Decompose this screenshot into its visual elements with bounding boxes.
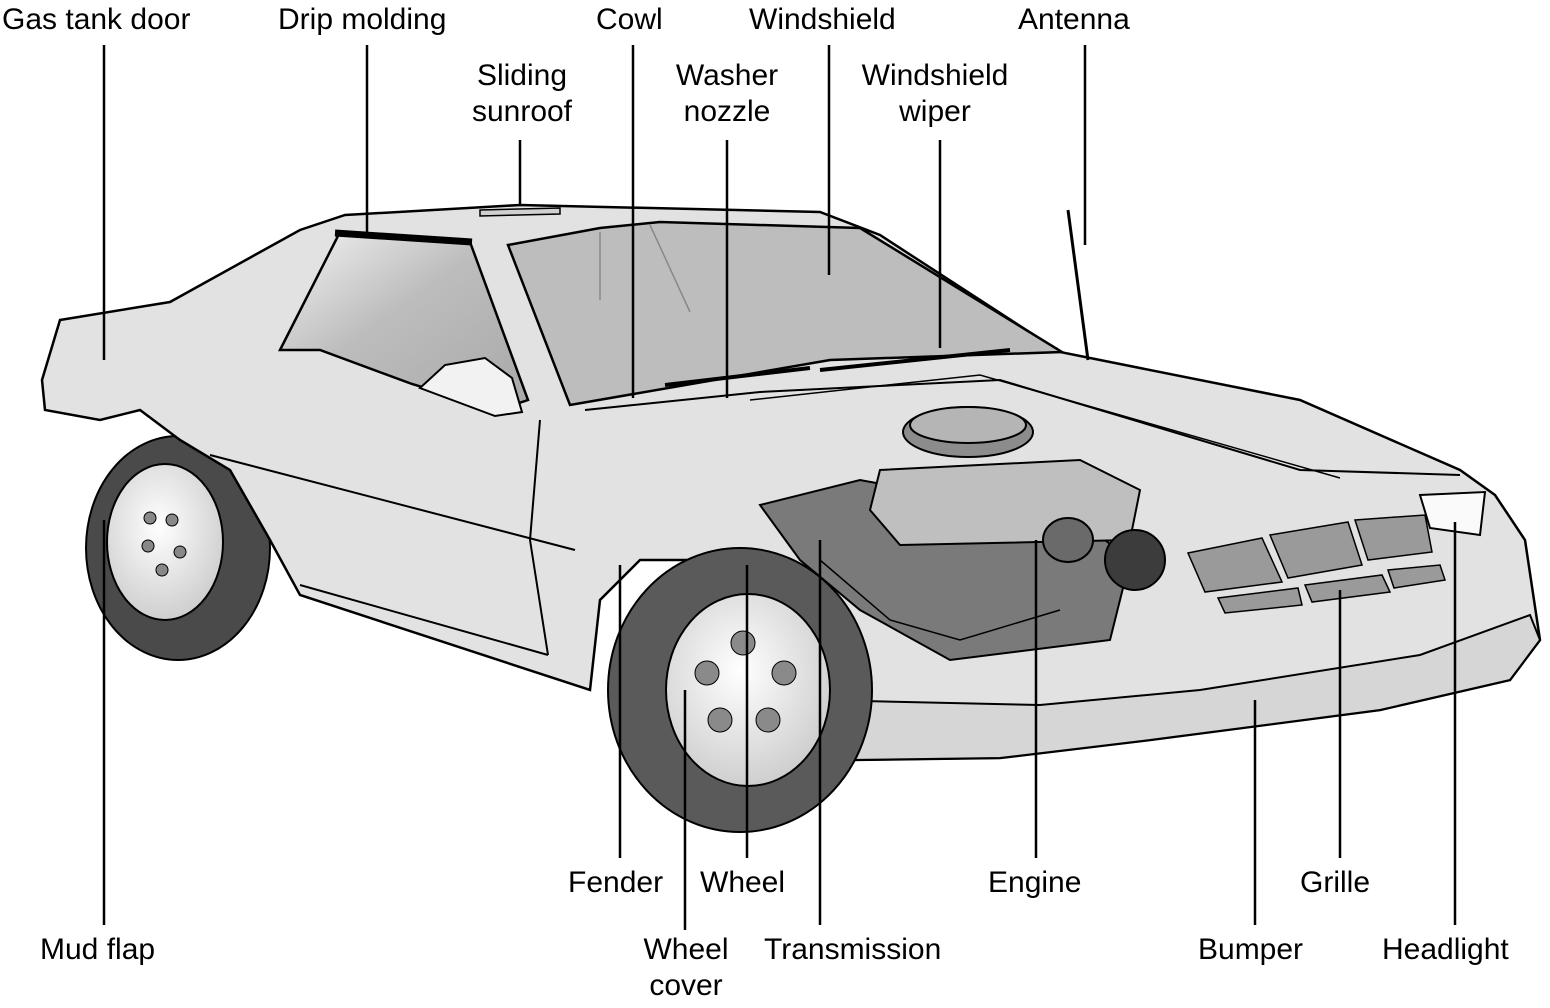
side-mirror: [418, 356, 524, 418]
headlight-lens: [1418, 490, 1487, 537]
label-mud-flap: Mud flap: [40, 933, 156, 966]
label-sliding-sunroof-line1: Sliding: [476, 59, 568, 92]
engine-cutaway: [758, 406, 1166, 662]
sunroof-panel: [479, 207, 561, 217]
drip-molding-strip: [334, 229, 473, 246]
label-washer-nozzle: Washer nozzle: [663, 58, 791, 130]
label-wheel-cover-line1: Wheel: [643, 933, 729, 966]
label-windshield: Windshield: [749, 3, 896, 36]
label-transmission: Transmission: [764, 933, 942, 966]
label-bumper: Bumper: [1198, 933, 1304, 966]
label-gas-tank-door: Gas tank door: [2, 3, 191, 36]
windshield-glass: [506, 220, 1067, 407]
leader-lines: [102, 45, 1457, 930]
label-wheel-cover-line2: cover: [649, 969, 723, 1002]
label-washer-nozzle-line1: Washer: [675, 59, 779, 92]
label-sliding-sunroof: Sliding sunroof: [462, 58, 582, 130]
label-windshield-wiper-line2: wiper: [899, 95, 971, 128]
rear-wheel: [85, 435, 271, 661]
front-wheel: [607, 547, 873, 833]
label-engine: Engine: [988, 866, 1082, 899]
front-bumper: [818, 613, 1542, 762]
label-windshield-wiper: Windshield wiper: [850, 58, 1020, 130]
label-fender: Fender: [568, 866, 664, 899]
antenna-mast: [1066, 209, 1090, 361]
label-cowl: Cowl: [596, 3, 663, 36]
label-wheel-cover: Wheel cover: [626, 932, 746, 1004]
label-wheel: Wheel: [700, 866, 786, 899]
label-headlight: Headlight: [1382, 933, 1509, 966]
wiper-blades: [664, 348, 1011, 387]
label-grille: Grille: [1300, 866, 1371, 899]
label-sliding-sunroof-line2: sunroof: [471, 95, 573, 128]
label-windshield-wiper-line1: Windshield: [861, 59, 1009, 92]
label-antenna: Antenna: [1018, 3, 1130, 36]
label-drip-molding: Drip molding: [278, 3, 447, 36]
grille-slats: [1186, 514, 1446, 614]
label-washer-nozzle-line2: nozzle: [683, 95, 771, 128]
